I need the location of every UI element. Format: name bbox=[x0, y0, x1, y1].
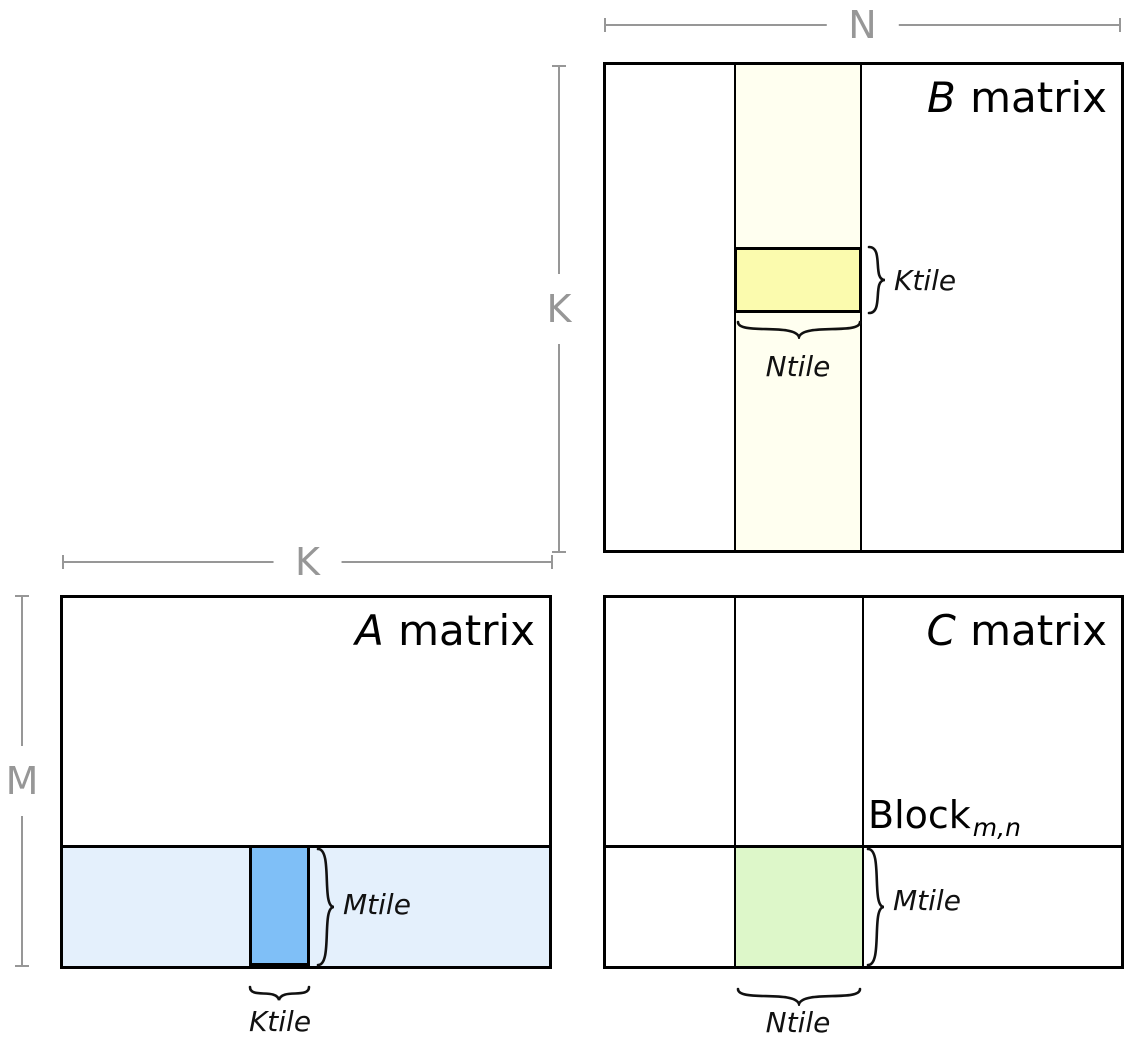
dim-tick bbox=[15, 965, 29, 967]
b-ntile-label: Ntile bbox=[765, 350, 831, 383]
c-column-line-left bbox=[734, 598, 736, 966]
a-ktile-tile bbox=[249, 845, 310, 966]
dim-line-k-rows: K bbox=[544, 65, 574, 553]
b-matrix-word: matrix bbox=[970, 73, 1107, 122]
ktile-brace-a bbox=[248, 985, 311, 1001]
c-matrix-letter: C bbox=[926, 606, 956, 655]
ktile-brace-b bbox=[867, 245, 886, 315]
dim-tick bbox=[551, 555, 553, 569]
ntile-brace-b bbox=[736, 320, 862, 339]
c-ntile-label: Ntile bbox=[765, 1006, 831, 1039]
dim-label-k-cols: K bbox=[273, 543, 342, 581]
c-column-line-right bbox=[862, 598, 864, 966]
b-ktile-tile bbox=[734, 247, 862, 313]
dim-line-k-cols: K bbox=[62, 543, 553, 581]
mtile-brace-a bbox=[316, 847, 335, 967]
mtile-brace-c bbox=[866, 847, 885, 967]
dim-tick bbox=[552, 551, 566, 553]
ntile-brace-c bbox=[736, 987, 862, 1006]
b-matrix-letter: B bbox=[926, 73, 956, 122]
a-ktile-label: Ktile bbox=[248, 1005, 312, 1038]
dim-line-n: N bbox=[604, 6, 1121, 44]
dim-tick bbox=[1119, 18, 1121, 32]
a-matrix-letter: A bbox=[355, 606, 384, 655]
dim-label-n: N bbox=[826, 6, 899, 44]
a-matrix-word: matrix bbox=[398, 606, 535, 655]
c-block-tile bbox=[734, 845, 864, 966]
c-matrix-word: matrix bbox=[970, 606, 1107, 655]
dim-label-k-rows: K bbox=[544, 274, 574, 344]
dim-line-m: M bbox=[3, 595, 41, 967]
c-block-label-text: Block bbox=[868, 793, 971, 837]
dim-label-m: M bbox=[3, 746, 41, 816]
c-block-label: Blockm,n bbox=[868, 793, 1021, 840]
c-mtile-label: Mtile bbox=[893, 884, 961, 917]
c-block-label-subscript: m,n bbox=[972, 813, 1021, 842]
a-mtile-label: Mtile bbox=[343, 888, 411, 921]
c-row-line bbox=[606, 845, 1121, 848]
b-ktile-label: Ktile bbox=[894, 264, 957, 297]
